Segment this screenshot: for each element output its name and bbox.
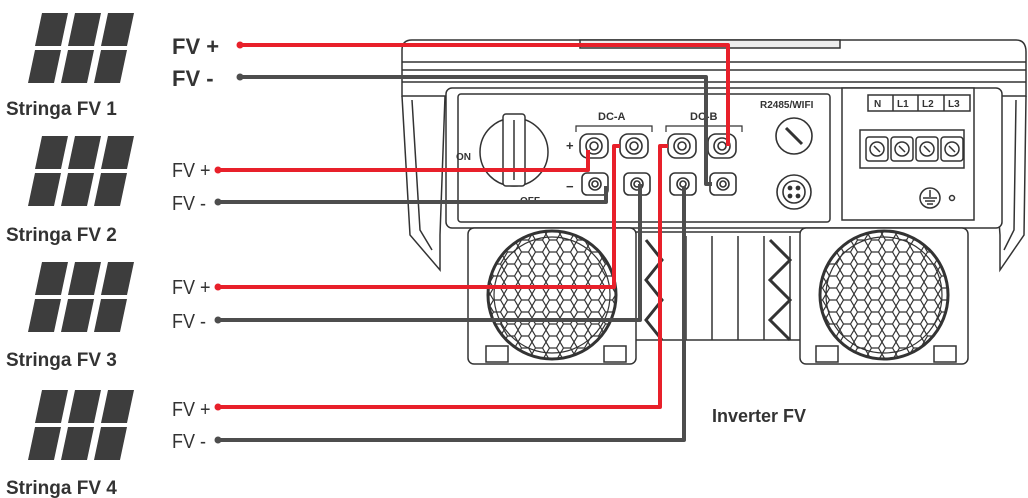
string-label-2: Stringa FV 2 [6,225,117,246]
wire-label-neg-1: FV - [172,66,214,91]
dc-connector-pos-4 [707,133,737,159]
dc-connector-neg-2 [623,172,651,196]
wire-label-pos-3: FV + [172,277,210,299]
pv-panel-3 [28,262,134,332]
ac-terminal-block [841,87,975,221]
wire-pos-1 [240,43,730,146]
inverter-label: Inverter FV [712,406,806,426]
string-label-3: Stringa FV 3 [6,350,117,371]
dc-connector-pos-2 [619,133,649,159]
wire-neg-4 [218,186,686,442]
wire-label-pos-1: FV + [172,34,219,59]
ac-terminal-l1: L1 [897,99,909,110]
wire-label-neg-3: FV - [172,311,206,333]
dc-connector-pos-1 [579,133,609,159]
dc-b-label: DC-B [690,111,718,123]
fan-left [486,229,618,361]
string-label-4: Stringa FV 4 [6,478,117,498]
pv-panel-2 [28,136,134,206]
wire-neg-3 [218,184,642,322]
switch-on-label: ON [456,152,471,163]
pv-panel-4 [28,390,134,460]
dc-connector-pos-3 [667,133,697,159]
wire-pos-3 [218,144,620,289]
fan-right [818,229,950,361]
wire-label-pos-4: FV + [172,399,210,421]
ac-terminal-l3: L3 [948,99,960,110]
rs485-label: R2485/WIFI [760,100,814,111]
wire-pos-2 [218,150,590,172]
ac-terminal-l2: L2 [922,99,934,110]
dc-connector-neg-1 [581,172,609,196]
rs485-port [775,117,813,155]
wire-pos-4 [218,144,668,409]
ground-icon [919,187,956,209]
plus-sign: + [566,138,574,153]
wire-neg-2 [218,186,608,204]
wire-start-dots [214,41,244,444]
minus-sign: − [566,179,574,194]
dc-a-label: DC-A [598,111,626,123]
wire-label-neg-2: FV - [172,193,206,215]
string-label-1: Stringa FV 1 [6,99,117,120]
ac-terminal-n: N [874,99,881,110]
dc-connector-neg-4 [709,172,737,196]
wifi-port [776,174,812,210]
wire-neg-1 [240,75,712,186]
dc-a-bracket [575,125,653,132]
pv-panel-1 [28,13,134,83]
wire-label-neg-4: FV - [172,431,206,453]
wire-label-pos-2: FV + [172,160,210,182]
